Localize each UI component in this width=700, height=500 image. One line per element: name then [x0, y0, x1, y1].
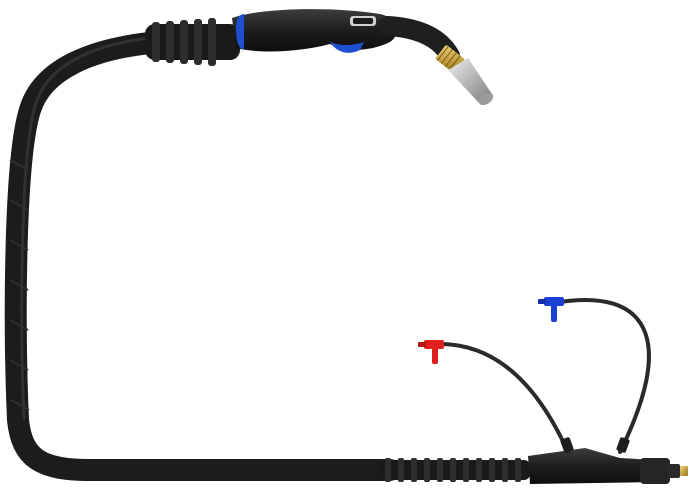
hose-highlight: [20, 35, 162, 420]
rear-strain-relief: [380, 458, 530, 482]
coolant-hose-blue: [558, 297, 651, 454]
torch-strain-relief: [145, 18, 240, 66]
blue-coolant-cap: [538, 297, 564, 322]
hose-cable: [4, 31, 401, 481]
central-connector-housing: [528, 448, 688, 484]
red-coolant-cap: [418, 340, 444, 364]
torch-handle: [232, 9, 397, 53]
coolant-hose-red: [438, 342, 570, 454]
hose-stripes: [9, 159, 30, 411]
gas-nozzle: [448, 58, 492, 104]
